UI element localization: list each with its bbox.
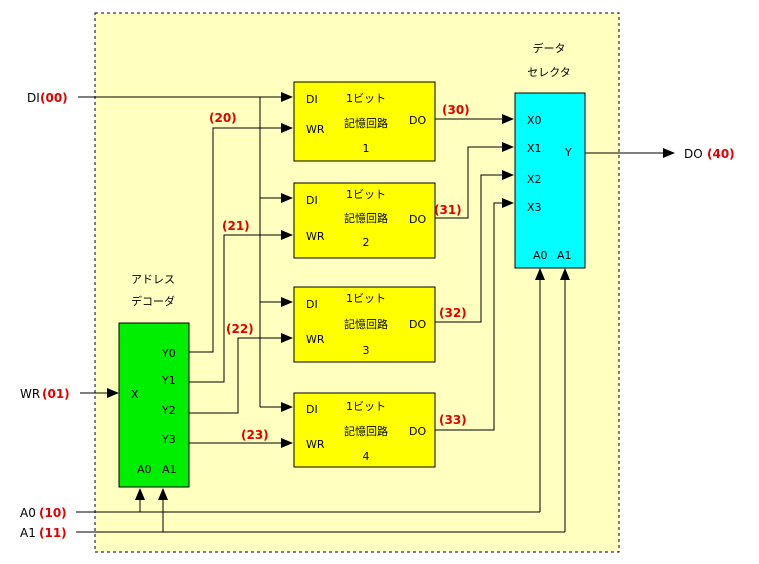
wire-number-33: (33) — [439, 413, 467, 427]
cell-do-label: DO — [409, 318, 426, 331]
cell-wr-label: WR — [306, 438, 325, 451]
wire-number-30: (30) — [442, 103, 470, 117]
cell-wr-label: WR — [306, 123, 325, 136]
signal-di-name: DI — [27, 91, 40, 105]
wire-number-21: (21) — [222, 219, 250, 233]
selector-x1-label: X1 — [527, 142, 542, 155]
signal-a1-name: A1 — [20, 526, 36, 540]
selector-title-line1: データ — [533, 41, 566, 55]
cell-title: 1ビット — [346, 400, 386, 413]
wire-31 — [435, 142, 514, 219]
memory-cell-3: DI WR DO 1ビット 記憶回路 3 — [293, 286, 436, 363]
decoder-title-line1: アドレス — [131, 273, 175, 286]
memory-cell-box — [293, 182, 436, 259]
wire-20 — [189, 123, 293, 353]
decoder-y0-label: Y0 — [161, 347, 176, 360]
signal-do: DO (40) — [684, 147, 735, 161]
signal-do-name: DO — [684, 147, 703, 161]
wire-number-22: (22) — [226, 322, 254, 336]
cell-title: 1ビット — [346, 188, 386, 201]
selector-title-line2: セレクタ — [527, 66, 571, 79]
memory-cell-box — [293, 392, 436, 468]
cell-subtitle: 記憶回路 — [344, 211, 388, 225]
wires — [76, 92, 675, 533]
cell-wr-label: WR — [306, 333, 325, 346]
cell-index: 3 — [363, 344, 370, 357]
cell-wr-label: WR — [306, 230, 325, 243]
selector-a0-label: A0 — [533, 249, 548, 262]
cell-index: 2 — [363, 236, 370, 249]
selector-box — [514, 92, 586, 269]
signal-a1-number: (11) — [39, 526, 67, 540]
signal-wr-name: WR — [20, 387, 40, 401]
decoder-y1-label: Y1 — [161, 374, 176, 387]
selector-a1-label: A1 — [557, 249, 572, 262]
signal-a0-name: A0 — [20, 506, 36, 520]
address-decoder: アドレス デコーダ X Y0 Y1 Y2 Y3 A0 A1 — [118, 273, 190, 488]
memory-cell-box — [293, 286, 436, 363]
decoder-title-line2: デコーダ — [131, 294, 175, 308]
cell-title: 1ビット — [346, 292, 386, 305]
cell-di-label: DI — [306, 194, 318, 207]
signal-do-number: (40) — [707, 147, 735, 161]
signal-wr: WR (01) — [20, 387, 70, 401]
signal-wr-number: (01) — [42, 387, 70, 401]
selector-x3-label: X3 — [527, 201, 542, 214]
decoder-a0-label: A0 — [137, 463, 152, 476]
memory-cell-2: DI WR DO 1ビット 記憶回路 2 — [293, 182, 436, 259]
memory-cell-1: DI WR DO 1ビット 記憶回路 1 — [293, 81, 436, 162]
decoder-y2-label: Y2 — [161, 404, 176, 417]
decoder-y3-label: Y3 — [161, 433, 176, 446]
selector-x2-label: X2 — [527, 173, 542, 186]
cell-subtitle: 記憶回路 — [344, 424, 388, 438]
wire-33 — [435, 198, 514, 431]
cell-di-label: DI — [306, 298, 318, 311]
cell-title: 1ビット — [346, 92, 386, 105]
cell-do-label: DO — [409, 114, 426, 127]
memory-cell-4: DI WR DO 1ビット 記憶回路 4 — [293, 392, 436, 468]
memory-cell-box — [293, 81, 436, 162]
cell-di-label: DI — [306, 93, 318, 106]
wire-21 — [189, 230, 293, 383]
signal-a0-number: (10) — [39, 506, 67, 520]
data-selector: データ セレクタ X0 X1 X2 X3 Y A0 A1 — [514, 41, 586, 269]
cell-subtitle: 記憶回路 — [344, 116, 388, 130]
cell-subtitle: 記憶回路 — [344, 317, 388, 331]
wire-32 — [435, 170, 514, 323]
cell-do-label: DO — [409, 425, 426, 438]
cell-di-label: DI — [306, 403, 318, 416]
decoder-a1-label: A1 — [162, 463, 177, 476]
cell-do-label: DO — [409, 213, 426, 226]
decoder-box — [118, 322, 190, 488]
signal-di: DI (00) — [27, 91, 68, 105]
wire-number-23: (23) — [241, 428, 269, 442]
selector-y-label: Y — [564, 146, 572, 159]
selector-x0-label: X0 — [527, 114, 542, 127]
decoder-input-label: X — [131, 388, 139, 401]
signal-a1: A1 (11) — [20, 526, 67, 540]
wire-number-20: (20) — [209, 111, 237, 125]
cell-index: 4 — [363, 450, 370, 463]
cell-index: 1 — [363, 142, 370, 155]
signal-di-number: (00) — [40, 91, 68, 105]
signal-a0: A0 (10) — [20, 506, 67, 520]
wire-number-31: (31) — [434, 203, 462, 217]
wire-22 — [189, 333, 293, 414]
wire-number-32: (32) — [439, 306, 467, 320]
